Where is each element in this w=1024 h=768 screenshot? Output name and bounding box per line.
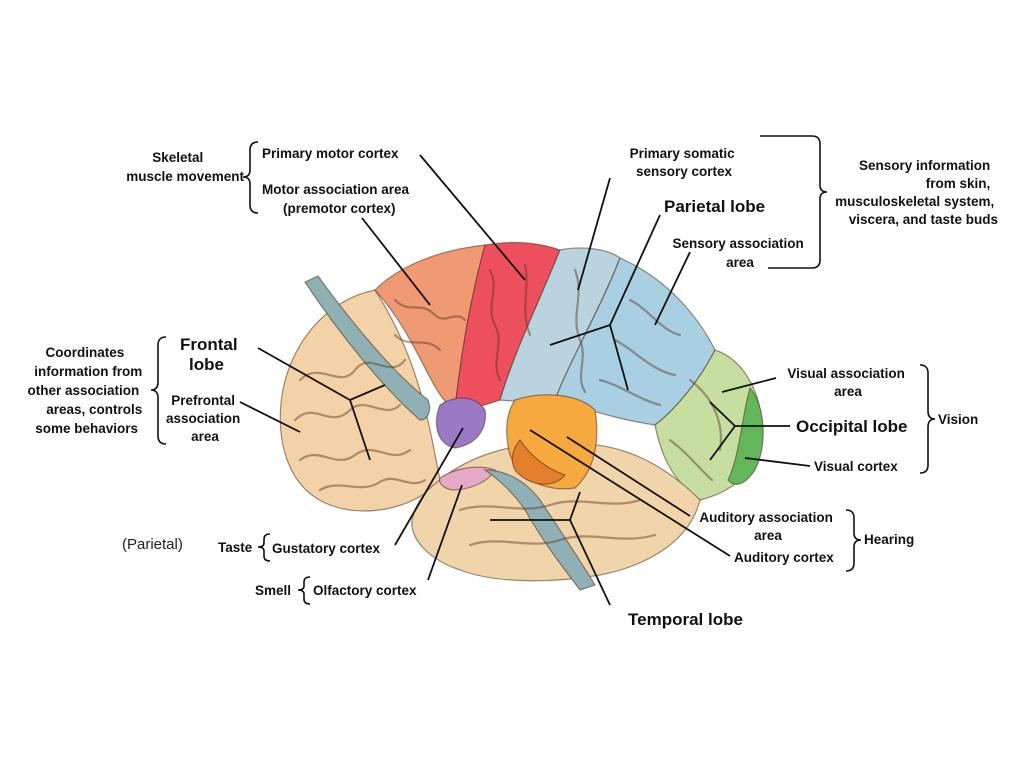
leader-occipital-branch bbox=[709, 425, 736, 461]
leader-gustatory bbox=[394, 427, 464, 546]
visual-cortex-region bbox=[727, 386, 764, 485]
leader-temporal-stem bbox=[569, 519, 611, 606]
auditory-cortex-region bbox=[511, 438, 566, 485]
visual-cortex-label: Visual cortex bbox=[814, 459, 898, 474]
optic-stalk bbox=[304, 275, 431, 421]
vision-label: Vision bbox=[938, 412, 978, 427]
primary-somatic-label: Primary somatic sensory cortex bbox=[630, 146, 739, 179]
leader-primary-somatic bbox=[577, 177, 611, 291]
labels: Skeletal muscle movement Primary motor c… bbox=[27, 146, 998, 629]
sensory-information-label: Sensory information from skin, musculosk… bbox=[835, 158, 998, 227]
parietal-note: (Parietal) bbox=[122, 536, 183, 553]
brace-hearing bbox=[845, 509, 862, 572]
brace-vision bbox=[919, 364, 936, 474]
smell-label: Smell bbox=[255, 583, 291, 598]
visual-association-label: Visual association area bbox=[787, 366, 908, 399]
temporal-lobe-label: Temporal lobe bbox=[628, 610, 743, 629]
olfactory-cortex-region bbox=[439, 466, 496, 491]
leader-frontal-branch bbox=[349, 399, 371, 461]
gustatory-label: Gustatory cortex bbox=[272, 541, 381, 556]
hearing-label: Hearing bbox=[864, 532, 914, 547]
leader-auditory-association bbox=[566, 436, 691, 517]
skeletal-label: Skeletal muscle movement bbox=[126, 150, 244, 184]
brainstem bbox=[483, 469, 596, 591]
leader-visual-association bbox=[721, 377, 777, 393]
leader-motor-association bbox=[361, 217, 431, 306]
brain-illustration bbox=[279, 241, 764, 591]
gyri-texture bbox=[293, 263, 723, 547]
leader-visual-cortex bbox=[744, 457, 811, 467]
leader-parietal-stem bbox=[609, 214, 661, 326]
leader-auditory-cortex bbox=[529, 429, 731, 557]
parietal-lobe-label: Parietal lobe bbox=[664, 197, 765, 216]
brace-sensory bbox=[760, 135, 828, 269]
sensory-association-label: Sensory association area bbox=[672, 236, 807, 270]
prefrontal-label: Prefrontal association area bbox=[166, 393, 244, 444]
brace-coordinates bbox=[150, 336, 167, 445]
occipital-lobe-label: Occipital lobe bbox=[796, 417, 907, 436]
leader-parietal-split bbox=[549, 323, 629, 391]
frontal-lobe-label: Frontal lobe bbox=[180, 335, 242, 374]
leader-prefrontal bbox=[239, 401, 301, 433]
auditory-cortex-label: Auditory cortex bbox=[734, 550, 834, 565]
leader-sensory-association bbox=[654, 251, 691, 326]
olfactory-label: Olfactory cortex bbox=[313, 583, 417, 598]
brace-smell bbox=[297, 576, 311, 605]
brace-taste bbox=[257, 533, 271, 562]
motor-association-label: Motor association area (premotor cortex) bbox=[262, 182, 413, 216]
leader-primary-motor bbox=[419, 154, 526, 281]
gustatory-cortex-region bbox=[435, 397, 486, 449]
leader-lines bbox=[239, 154, 811, 606]
taste-label: Taste bbox=[218, 540, 253, 555]
leader-olfactory bbox=[427, 484, 463, 581]
brace-skeletal bbox=[242, 141, 259, 214]
auditory-association-label: Auditory association area bbox=[699, 510, 836, 543]
primary-motor-label: Primary motor cortex bbox=[262, 146, 399, 161]
coordinates-label: Coordinates information from other assoc… bbox=[27, 345, 146, 436]
braces bbox=[150, 135, 936, 605]
